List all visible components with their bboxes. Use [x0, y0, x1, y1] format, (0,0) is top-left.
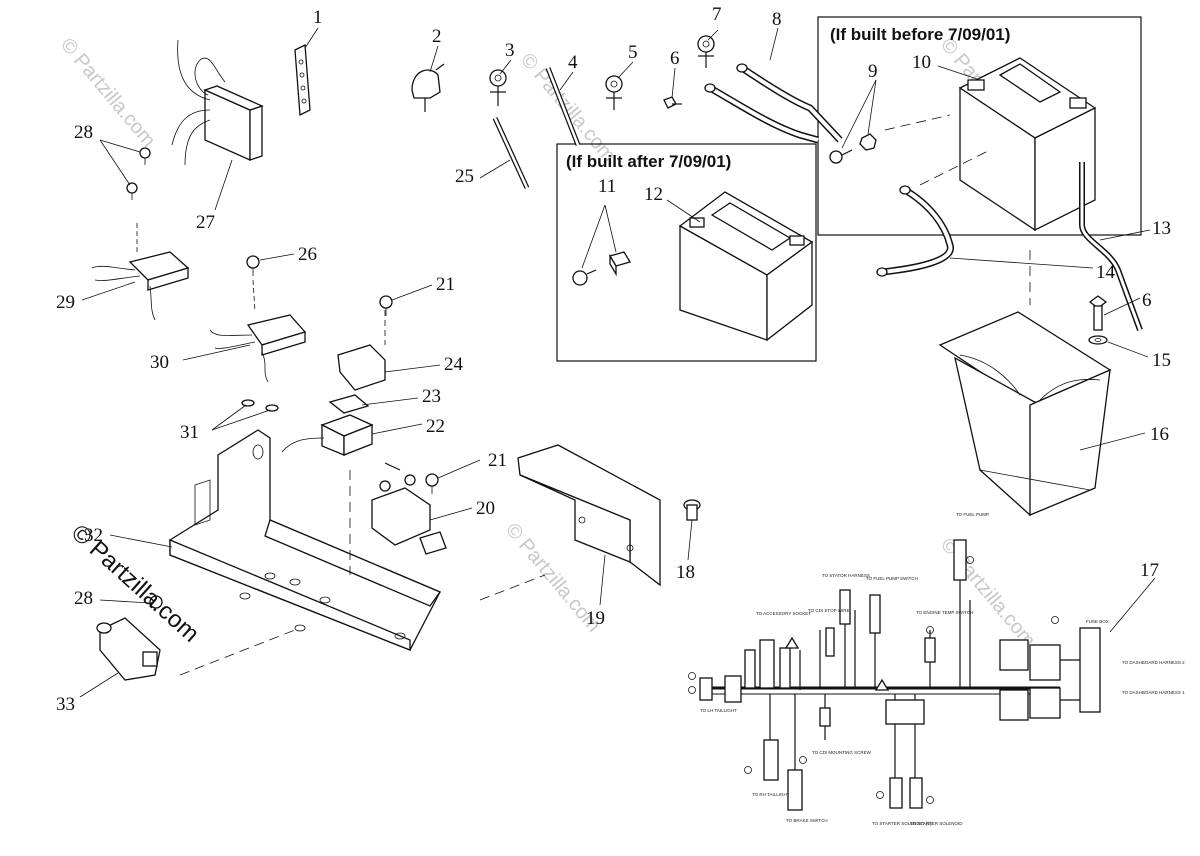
callout-7: 7: [712, 4, 722, 25]
callout-6-upper: 6: [670, 48, 680, 69]
callout-25: 25: [455, 166, 474, 187]
callout-8: 8: [772, 9, 782, 30]
part-17-wiring-harness: [688, 539, 1101, 811]
callout-3: 3: [505, 40, 515, 61]
label-to-stator-harness: TO STATOR HARNESS: [822, 573, 870, 578]
callout-21-upper: 21: [436, 274, 455, 295]
part-3-clip: [489, 69, 507, 106]
label-to-accessory-socket: TO ACCESSORY SOCKET: [756, 611, 811, 616]
callout-14: 14: [1096, 262, 1116, 283]
part-21-screw-lower: [425, 473, 439, 494]
part-4-strap: [545, 67, 581, 146]
callout-9: 9: [868, 61, 878, 82]
label-to-starter-solenoid-a: TO STARTER SOLENOID (S): [872, 821, 932, 826]
part-23-pad: [328, 394, 370, 414]
callout-5: 5: [628, 42, 638, 63]
part-28-screw-lower: [149, 595, 163, 609]
label-to-fuel-pump: TO FUEL PUMP: [956, 512, 989, 517]
part-20-solenoid: [371, 462, 447, 555]
callout-13: 13: [1152, 218, 1171, 239]
callout-6-right: 6: [1142, 290, 1152, 311]
part-21-screw-upper: [379, 295, 393, 316]
callout-18: 18: [676, 562, 695, 583]
part-27-module: [171, 39, 264, 166]
part-29-module: [91, 251, 190, 321]
part-6-bolt-right: [1088, 295, 1108, 331]
label-to-dashboard-harness-1: TO DASHBOARD HARNESS 1: [1122, 690, 1185, 695]
callout-32: 32: [84, 525, 103, 546]
part-16-battery-box: [938, 311, 1112, 517]
box-built-after-title: (If built after 7/09/01): [566, 152, 731, 171]
part-28-screws-upper: [126, 147, 151, 200]
callout-28-upper: 28: [74, 122, 93, 143]
part-15-washer: [1088, 335, 1108, 345]
label-to-brake-switch: TO BRAKE SWITCH: [786, 818, 828, 823]
callout-19: 19: [586, 608, 605, 629]
label-to-lh-taillight: TO LH TAILLIGHT: [700, 708, 737, 713]
watermark-faint-5: © Partzilla.com: [936, 534, 1039, 651]
part-24-bracket: [337, 310, 386, 391]
part-25-strap: [492, 116, 530, 190]
box-built-before-title: (If built before 7/09/01): [830, 25, 1010, 44]
part-10-battery: [958, 57, 1097, 232]
part-5-clip: [605, 75, 623, 110]
callout-29: 29: [56, 292, 75, 313]
callout-33: 33: [56, 694, 75, 715]
callout-26: 26: [298, 244, 317, 265]
label-to-dashboard-harness-2: TO DASHBOARD HARNESS 2: [1122, 660, 1185, 665]
box-built-before: [817, 16, 1142, 236]
part-18-pin: [683, 499, 701, 521]
part-14-cable: [876, 185, 954, 277]
part-26-screw: [246, 255, 260, 276]
part-7-clip: [697, 35, 715, 68]
label-to-starter-solenoid-b: TO STARTER SOLENOID: [910, 821, 963, 826]
callout-24: 24: [444, 354, 464, 375]
part-32-tray: [169, 429, 546, 676]
callout-11: 11: [598, 176, 616, 197]
leader-lines: [79, 27, 1156, 698]
callout-27: 27: [196, 212, 215, 233]
callout-22: 22: [426, 416, 445, 437]
watermark-faint-1: © Partzilla.com: [56, 34, 159, 151]
wiring-label-group: TO FUEL PUMP TO STATOR HARNESS TO FUEL P…: [700, 512, 1185, 826]
part-12-battery: [678, 191, 814, 342]
label-fuse-box: FUSE BOX: [1086, 619, 1109, 624]
label-to-fuel-pump-switch: TO FUEL PUMP SWITCH: [866, 576, 918, 581]
box-built-after: [556, 143, 817, 362]
part-6-bolt-upper: [663, 96, 682, 109]
callout-4: 4: [568, 52, 578, 73]
label-to-rh-taillight: TO RH TAILLIGHT: [752, 792, 790, 797]
callout-31: 31: [180, 422, 199, 443]
callout-21-lower: 21: [488, 450, 507, 471]
part-33-coil: [96, 617, 161, 681]
callout-12: 12: [644, 184, 663, 205]
callout-15: 15: [1152, 350, 1171, 371]
callout-16: 16: [1150, 424, 1169, 445]
part-22-relay: [281, 414, 374, 456]
part-31-washers: [241, 399, 279, 412]
callout-1: 1: [313, 7, 323, 28]
callout-10: 10: [912, 52, 931, 73]
label-to-cdi-stop-wire: TO CDI STOP WIRE: [808, 608, 850, 613]
label-to-cdi-mounting-screw: TO CDI MOUNTING SCREW: [812, 750, 872, 755]
part-13-hose: [1079, 162, 1143, 332]
callout-28-lower: 28: [74, 588, 93, 609]
part-1-plate: [294, 43, 311, 117]
callout-30: 30: [150, 352, 169, 373]
callout-23: 23: [422, 386, 441, 407]
part-30-module: [209, 314, 307, 383]
part-2-socket: [411, 63, 445, 112]
callout-2: 2: [432, 26, 442, 47]
callout-17: 17: [1140, 560, 1159, 581]
part-19-cover: [517, 444, 661, 587]
part-11-bolt-nut: [572, 251, 631, 286]
callout-20: 20: [476, 498, 495, 519]
part-8-cable: [704, 63, 843, 144]
callout-numbers: 1 2 3 4 5 6 7 8 9 10 11 12 13 14 6 15 16…: [56, 4, 1171, 715]
label-to-engine-temp-switch: TO ENGINE TEMP SWITCH: [916, 610, 973, 615]
part-9-bolt-nut: [829, 133, 877, 164]
